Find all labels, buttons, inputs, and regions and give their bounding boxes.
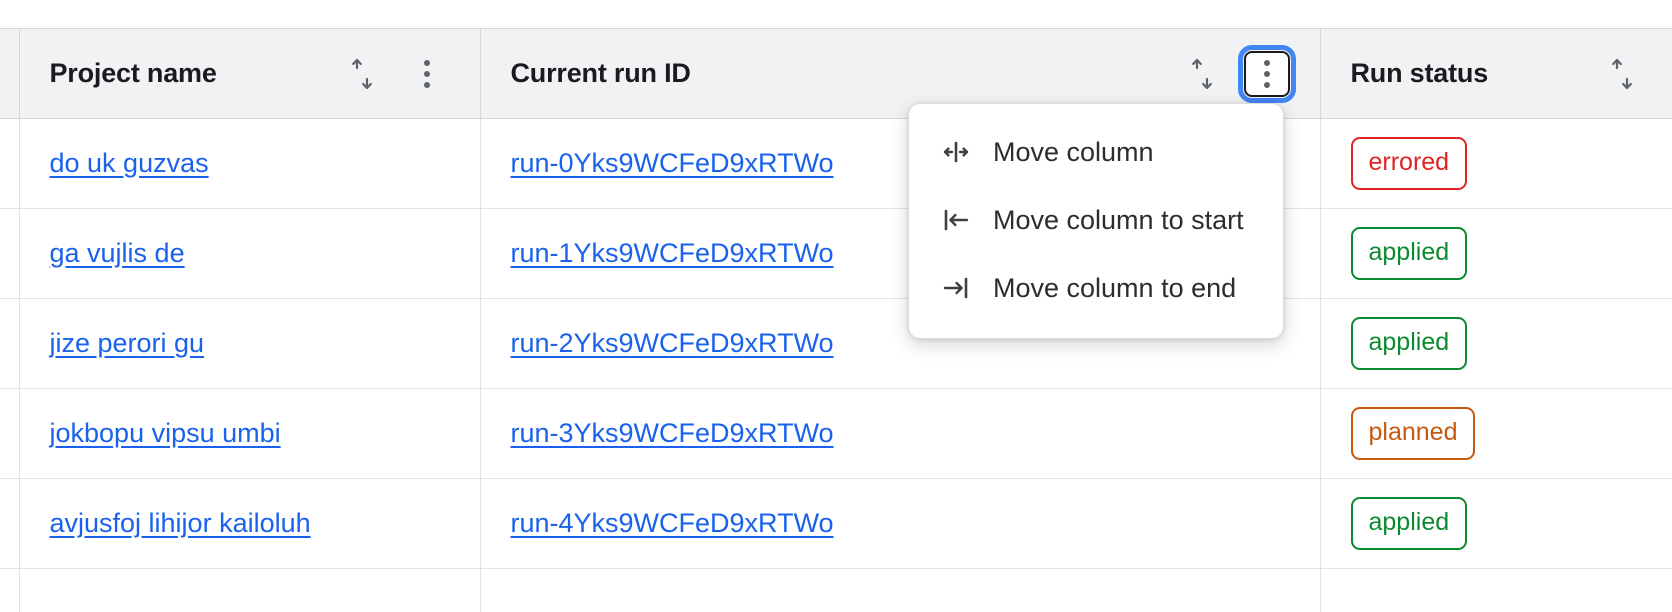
- kebab-dots: [1263, 59, 1270, 88]
- kebab-dots: [423, 59, 430, 88]
- row-gutter: [0, 118, 20, 209]
- column-header-project-name[interactable]: Project name: [19, 28, 481, 119]
- table-row[interactable]: ga vujlis de run-1Yks9WCFeD9xRTWo applie…: [0, 208, 1672, 299]
- projects-table-container: Project name: [0, 28, 1672, 612]
- project-name-link[interactable]: jokbopu vipsu umbi: [49, 418, 281, 448]
- row-gutter-header: [0, 28, 20, 119]
- project-name-link[interactable]: avjusfoj lihijor kailoluh: [49, 508, 311, 538]
- cell-project-name: jokbopu vipsu umbi: [19, 388, 481, 479]
- column-header-label-current-run-id: Current run ID: [510, 58, 691, 88]
- column-header-run-status[interactable]: Run status: [1320, 28, 1672, 119]
- status-badge: planned: [1350, 407, 1476, 460]
- header-row: Project name: [0, 28, 1672, 119]
- row-gutter: [0, 478, 20, 569]
- run-id-link[interactable]: run-4Yks9WCFeD9xRTWo: [510, 508, 834, 538]
- menu-item-label: Move column: [993, 136, 1154, 167]
- cell-current-run-id: run-3Yks9WCFeD9xRTWo: [480, 388, 1321, 479]
- table-row[interactable]: avjusfoj lihijor kailoluh run-4Yks9WCFeD…: [0, 478, 1672, 569]
- column-header-label-project-name: Project name: [49, 58, 217, 88]
- menu-item-label: Move column to end: [993, 272, 1237, 303]
- row-gutter: [0, 568, 20, 612]
- table-body: do uk guzvas run-0Yks9WCFeD9xRTWo errore…: [0, 118, 1672, 612]
- column-header-current-run-id[interactable]: Current run ID: [480, 28, 1321, 119]
- cell-project-name: do uk guzvas: [19, 118, 481, 209]
- run-id-link[interactable]: run-3Yks9WCFeD9xRTWo: [510, 418, 834, 448]
- move-to-end-icon: [939, 271, 973, 305]
- cell-run-status: applied: [1320, 478, 1672, 569]
- cell-run-status: planned: [1320, 388, 1672, 479]
- menu-item-move-column[interactable]: Move column: [909, 118, 1283, 186]
- table-row[interactable]: jize perori gu run-2Yks9WCFeD9xRTWo appl…: [0, 298, 1672, 389]
- move-column-icon: [939, 135, 973, 169]
- run-id-link[interactable]: run-1Yks9WCFeD9xRTWo: [510, 238, 834, 268]
- cell-run-status: errored: [1320, 118, 1672, 209]
- cell-project-name: [19, 568, 481, 612]
- table-row[interactable]: do uk guzvas run-0Yks9WCFeD9xRTWo errore…: [0, 118, 1672, 209]
- status-badge: errored: [1350, 137, 1468, 190]
- kebab-menu-icon-project-name[interactable]: [404, 51, 450, 97]
- project-name-link[interactable]: do uk guzvas: [49, 148, 209, 178]
- project-name-link[interactable]: ga vujlis de: [49, 238, 185, 268]
- sort-arrows-icon-project-name[interactable]: [342, 54, 382, 94]
- status-badge: applied: [1350, 317, 1468, 370]
- menu-item-label: Move column to start: [993, 204, 1244, 235]
- column-options-menu: Move column Move column to start Move co…: [908, 103, 1284, 339]
- row-gutter: [0, 388, 20, 479]
- projects-table: Project name: [0, 28, 1672, 612]
- sort-arrows-icon-current-run-id[interactable]: [1182, 54, 1222, 94]
- project-name-link[interactable]: jize perori gu: [49, 328, 205, 358]
- move-to-start-icon: [939, 203, 973, 237]
- row-gutter: [0, 208, 20, 299]
- cell-run-status: applied: [1320, 208, 1672, 299]
- cell-current-run-id: [480, 568, 1321, 612]
- cell-current-run-id: run-4Yks9WCFeD9xRTWo: [480, 478, 1321, 569]
- cell-run-status: [1320, 568, 1672, 612]
- sort-arrows-icon-run-status[interactable]: [1602, 54, 1642, 94]
- column-header-label-run-status: Run status: [1350, 58, 1489, 88]
- table-row-partial[interactable]: [0, 568, 1672, 612]
- run-id-link[interactable]: run-0Yks9WCFeD9xRTWo: [510, 148, 834, 178]
- row-gutter: [0, 298, 20, 389]
- cell-run-status: applied: [1320, 298, 1672, 389]
- table-row[interactable]: jokbopu vipsu umbi run-3Yks9WCFeD9xRTWo …: [0, 388, 1672, 479]
- cell-project-name: avjusfoj lihijor kailoluh: [19, 478, 481, 569]
- menu-item-move-column-to-start[interactable]: Move column to start: [909, 186, 1283, 254]
- menu-item-move-column-to-end[interactable]: Move column to end: [909, 254, 1283, 322]
- cell-project-name: ga vujlis de: [19, 208, 481, 299]
- cell-project-name: jize perori gu: [19, 298, 481, 389]
- run-id-link[interactable]: run-2Yks9WCFeD9xRTWo: [510, 328, 834, 358]
- table-header: Project name: [0, 28, 1672, 119]
- kebab-menu-icon-current-run-id[interactable]: [1237, 44, 1296, 103]
- status-badge: applied: [1350, 497, 1468, 550]
- status-badge: applied: [1350, 227, 1468, 280]
